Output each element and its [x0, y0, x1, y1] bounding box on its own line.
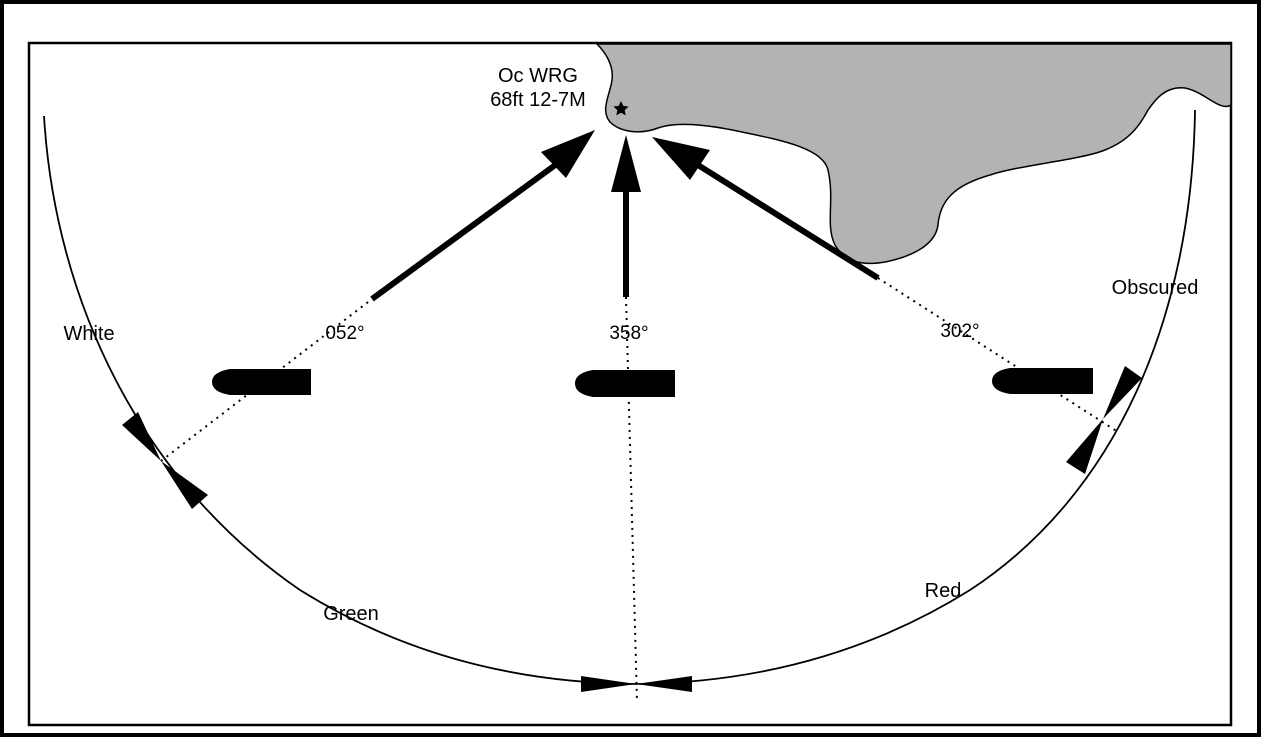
bearing-line-358 — [625, 296, 638, 703]
light-star-icon — [613, 101, 629, 116]
bearing-label-052: 052° — [325, 323, 364, 344]
arrow-358 — [611, 135, 641, 297]
land-mass — [595, 43, 1232, 265]
ship-icon-052 — [212, 369, 311, 395]
sector-boundary-white-green — [122, 412, 208, 509]
sector-label-red: Red — [925, 580, 962, 602]
sector-label-white: White — [63, 323, 114, 345]
bearing-label-358: 358° — [609, 323, 648, 344]
sector-boundary-green-red — [581, 676, 692, 692]
bearing-label-302: 302° — [940, 321, 979, 342]
ship-icon-302 — [992, 368, 1093, 394]
ship-icon-358 — [575, 370, 675, 397]
light-details: 68ft 12-7M — [490, 89, 586, 111]
arrow-052 — [370, 130, 595, 302]
sector-label-obscured: Obscured — [1112, 277, 1199, 299]
arrow-302 — [652, 137, 880, 281]
sector-label-green: Green — [323, 603, 379, 625]
sector-boundary-red-obscured — [1066, 366, 1142, 474]
light-characteristic: Oc WRG — [498, 65, 578, 87]
